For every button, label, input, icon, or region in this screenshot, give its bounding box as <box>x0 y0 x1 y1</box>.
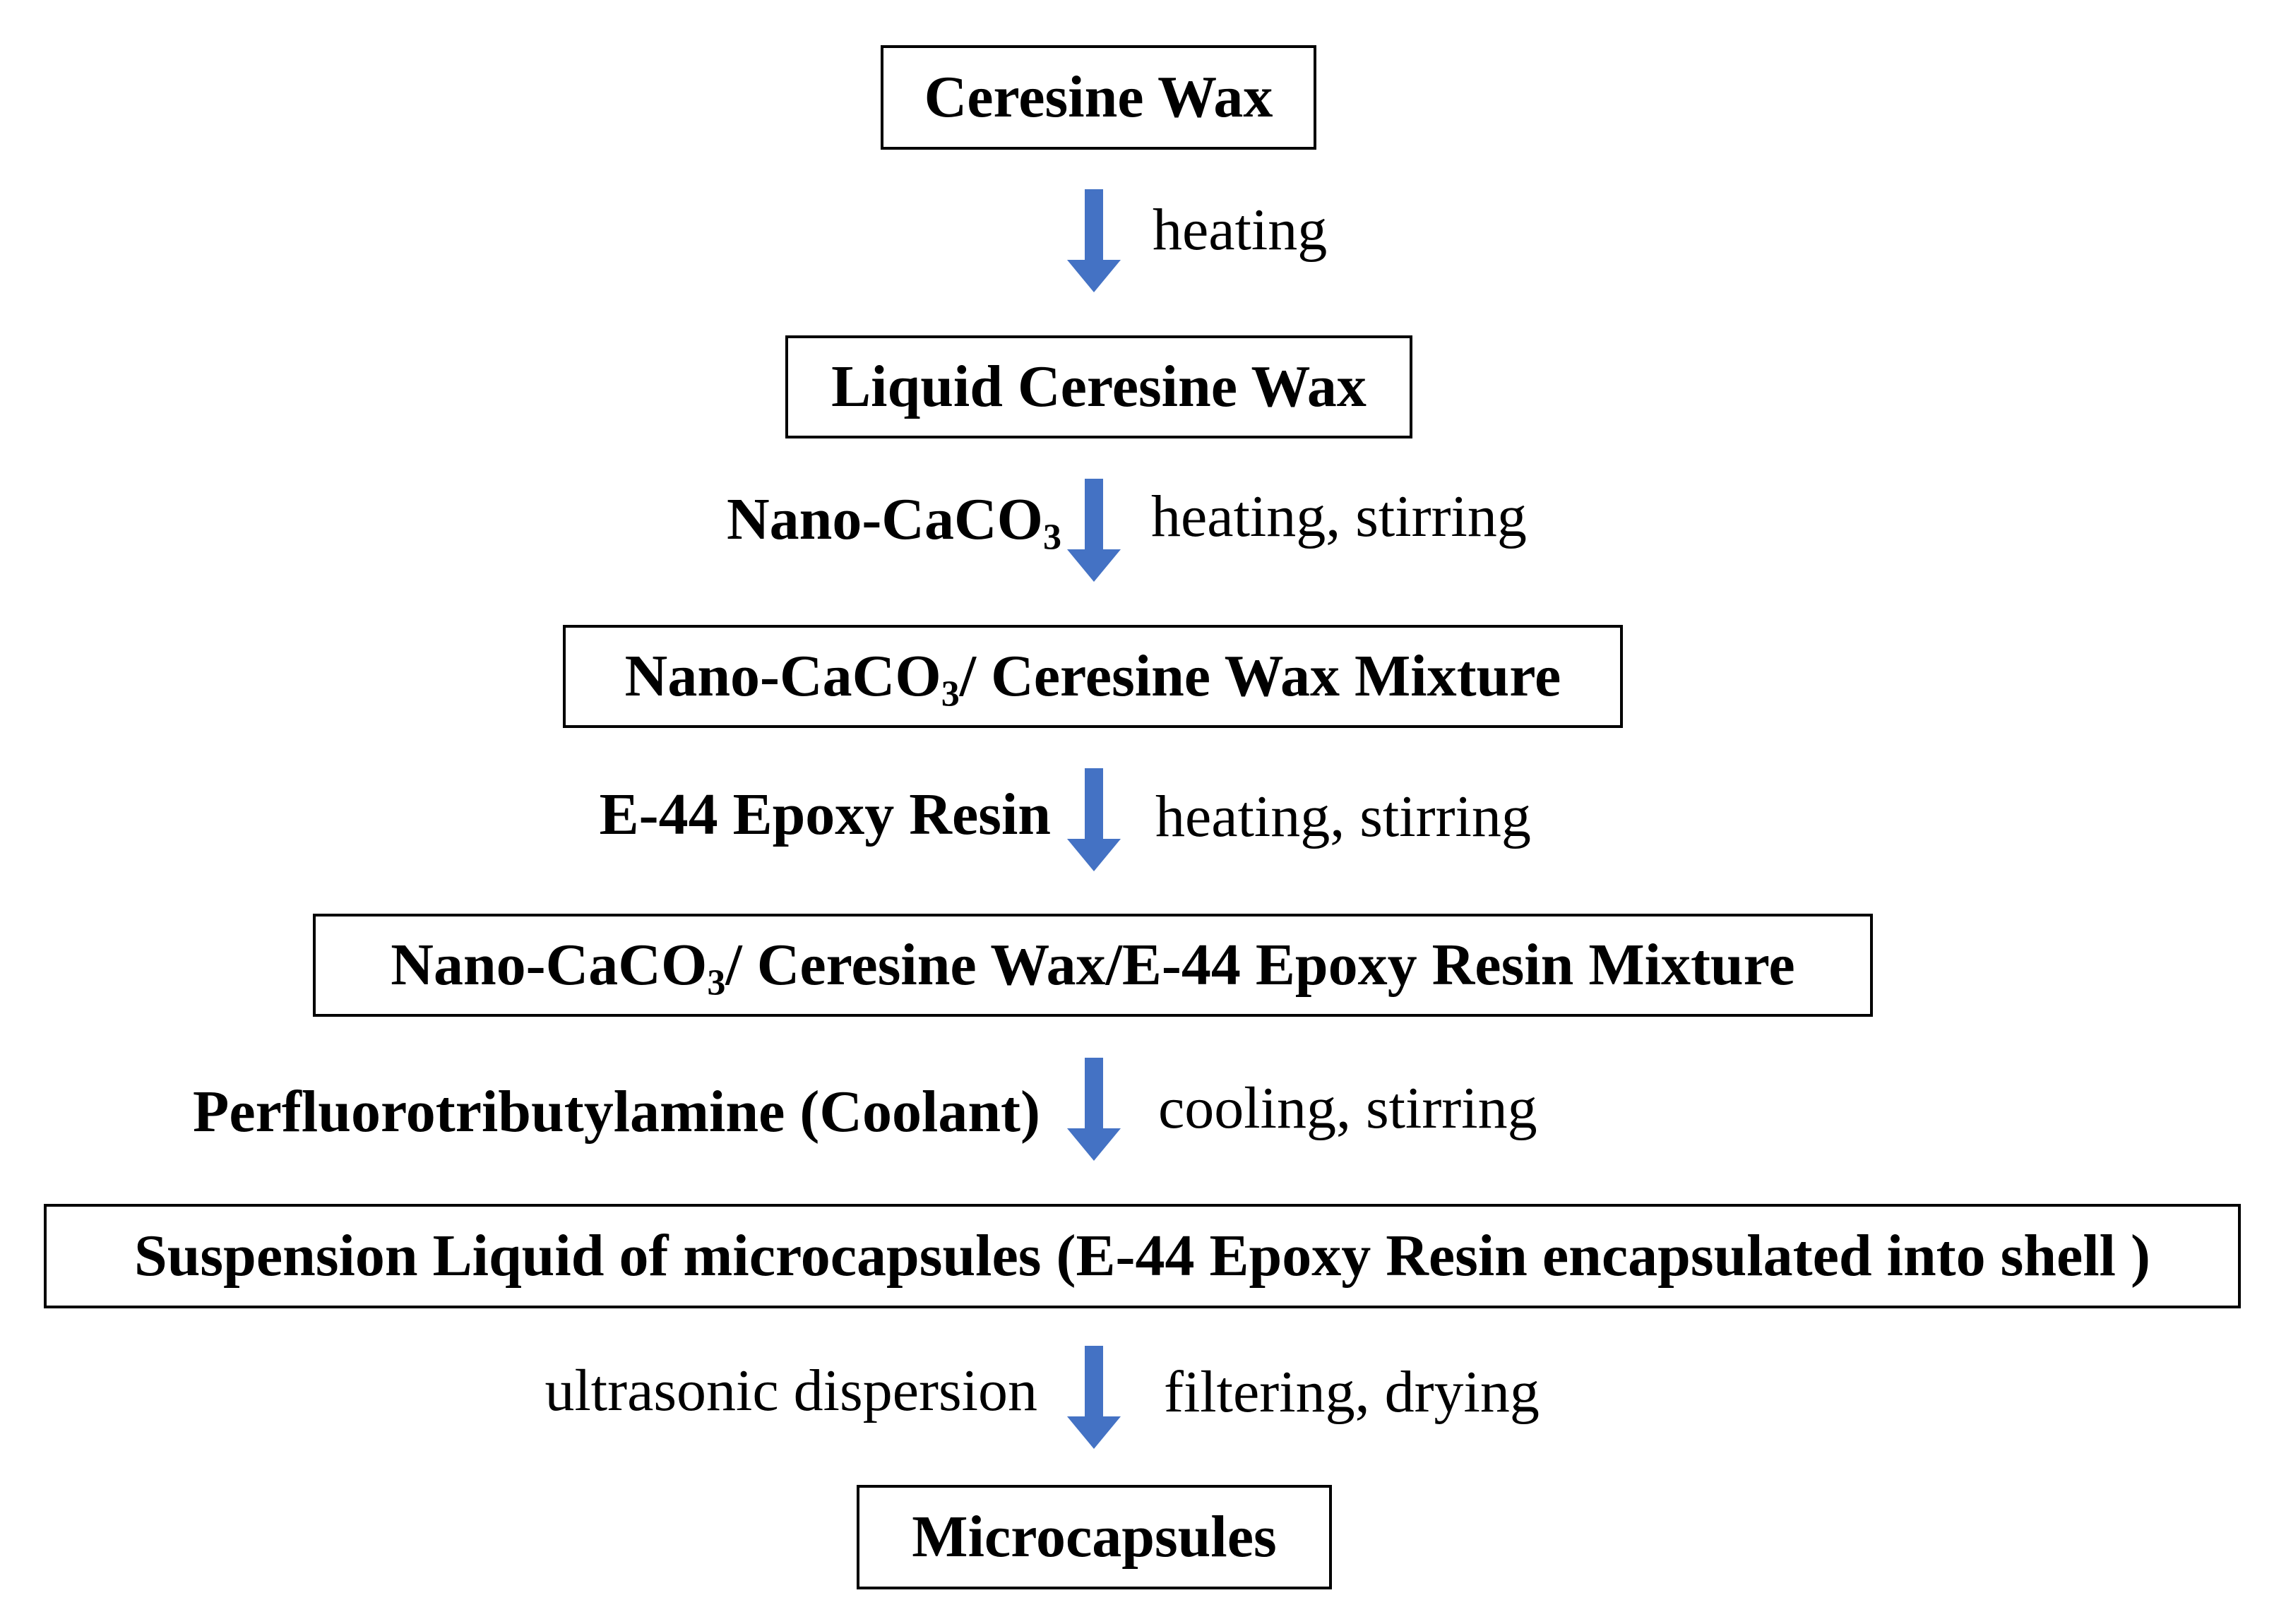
box-suspension-liquid-text: Suspension Liquid of microcapsules (E-44… <box>134 1223 2150 1289</box>
box-nano-caco3-ceresine-mixture-text: Nano-CaCO3/ Ceresine Wax Mixture <box>624 643 1561 715</box>
down-arrow-5 <box>1067 1346 1121 1449</box>
step-4-reagent: Perfluorotributylamine (Coolant) <box>193 1079 1040 1145</box>
box-nano-caco3-ceresine-epoxy-mixture-text: Nano-CaCO3/ Ceresine Wax/E-44 Epoxy Resi… <box>391 932 1795 1003</box>
box-liquid-ceresine-wax: Liquid Ceresine Wax <box>785 335 1412 438</box>
step-2-reagent: Nano-CaCO3 <box>726 486 1061 558</box>
box-ceresine-wax-text: Ceresine Wax <box>924 64 1273 130</box>
step-2-condition: heating, stirring <box>1151 484 1527 549</box>
step-1-condition: heating <box>1153 197 1328 263</box>
box-suspension-liquid: Suspension Liquid of microcapsules (E-44… <box>44 1204 2241 1308</box>
box-nano-caco3-ceresine-epoxy-mixture: Nano-CaCO3/ Ceresine Wax/E-44 Epoxy Resi… <box>313 914 1873 1017</box>
box-microcapsules-text: Microcapsules <box>912 1504 1277 1570</box>
box-microcapsules: Microcapsules <box>857 1485 1332 1589</box>
box-liquid-ceresine-wax-text: Liquid Ceresine Wax <box>831 354 1367 419</box>
step-5-condition: filtering, drying <box>1164 1359 1540 1425</box>
step-5-reagent: ultrasonic dispersion <box>544 1358 1037 1423</box>
down-arrow-1 <box>1067 189 1121 292</box>
box-ceresine-wax: Ceresine Wax <box>881 45 1316 150</box>
down-arrow-2 <box>1067 479 1121 582</box>
step-3-reagent: E-44 Epoxy Resin <box>599 782 1051 847</box>
down-arrow-3 <box>1067 768 1121 871</box>
step-4-condition: cooling, stirring <box>1158 1075 1537 1141</box>
step-3-condition: heating, stirring <box>1155 784 1531 849</box>
down-arrow-4 <box>1067 1058 1121 1161</box>
box-nano-caco3-ceresine-mixture: Nano-CaCO3/ Ceresine Wax Mixture <box>563 625 1623 728</box>
